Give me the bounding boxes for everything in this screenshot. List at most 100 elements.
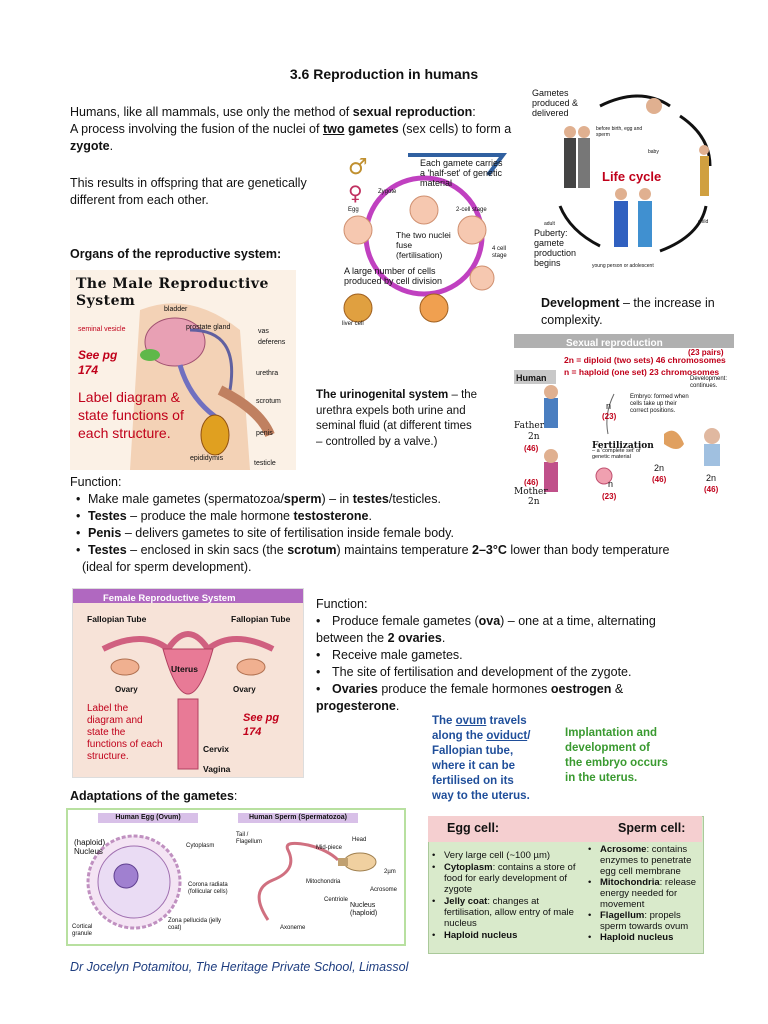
female-anatomy-illustration (101, 631, 275, 770)
list-item: Very large cell (~100 µm) (432, 850, 586, 861)
mitochondria-label: Mitochondria (306, 879, 341, 885)
vagina-label: Vagina (203, 764, 231, 774)
sperm-cell-header: Sperm cell: (618, 821, 686, 835)
female-label-task: Label the diagram and state the function… (87, 703, 163, 762)
centriole-label: Centriole (324, 897, 349, 903)
ovary-right-label: Ovary (233, 685, 256, 694)
cervix-label: Cervix (203, 744, 229, 754)
label-epididymis: epididymis (190, 455, 224, 462)
cytoplasm-label: Cytoplasm (186, 843, 215, 849)
male-function: Function: Make male gametes (spermatozoa… (70, 474, 710, 576)
zygote-2n: 2n (654, 463, 665, 473)
acrosome-label: Acrosome (370, 887, 398, 893)
adaptations-heading: Adaptations of the gametes: (70, 789, 238, 803)
zygote-label: Zygote (378, 189, 397, 195)
svg-text:♀: ♀ (348, 181, 363, 205)
list-item: Haploid nucleus (588, 932, 700, 943)
young-person-label: young person or adolescent (592, 263, 654, 268)
zygote-46: (46) (652, 475, 667, 484)
list-item: Testes – enclosed in skin sacs (the scro… (76, 542, 710, 559)
urinogenital-text: The urinogenital system – the urethra ex… (316, 389, 478, 448)
uterus-label: Uterus (171, 664, 198, 674)
diploid-label: 2n = diploid (two sets) 46 chromosomes (564, 355, 726, 365)
fertilisation-illustration: ♂ ♀ (343, 153, 507, 323)
adult-label: adult (544, 221, 555, 227)
child-label: child (698, 219, 709, 225)
sperm-23: (23) (602, 412, 617, 421)
label-vas-deferens: vas deferens (258, 328, 286, 346)
sexual-repro-illustration (544, 385, 720, 492)
table-header (428, 816, 702, 842)
two-cell-label: 2-cell stage (456, 207, 487, 213)
fallopian-left-label: Fallopian Tube (87, 614, 147, 624)
list-item: Receive male gametes. (316, 647, 716, 664)
dev-continues: Development: continues. (690, 376, 728, 389)
male-function-heading: Function: (70, 475, 122, 489)
pairs-label: (23 pairs) (688, 348, 724, 357)
female-diagram-title: Female Reproductive System (103, 593, 236, 604)
sexual-reproduction-diagram: Sexual reproduction (23 pairs) 2n = dipl… (514, 334, 734, 504)
complete-set-label: – a 'complete set' of genetic material (592, 448, 641, 460)
list-item: Testes – produce the male hormone testos… (76, 508, 710, 525)
list-item: Flagellum: propels sperm towards ovum (588, 910, 700, 932)
page-title: 3.6 Reproduction in humans (289, 66, 479, 82)
list-item: Mitochondria: release energy needed for … (588, 877, 700, 910)
mother-46: (46) (524, 478, 539, 487)
list-item: Penis – delivers gametes to site of fert… (76, 525, 710, 542)
egg-title: Human Egg (Ovum) (98, 813, 198, 823)
head-label: Head (352, 837, 367, 843)
male-diagram-title: The Male Reproductive System (76, 276, 269, 309)
development-text: Development – the increase in complexity… (541, 296, 715, 327)
life-cycle-illustration (558, 94, 712, 253)
egg-n: n (608, 479, 614, 489)
four-cell-label: 4 cell stage (492, 246, 507, 259)
many-cells-text: A large number of cells produced by cell… (344, 266, 443, 286)
father-46: (46) (524, 444, 539, 453)
haploid-label: n = haploid (one set) 23 chromosomes (564, 367, 720, 377)
sperm-title: Human Sperm (Spermatozoa) (238, 813, 358, 823)
life-cycle-title: Life cycle (602, 169, 662, 184)
list-item: Cytoplasm: contains a store of food for … (432, 862, 586, 895)
fallopian-right-label: Fallopian Tube (231, 614, 291, 624)
cortical-label: Cortical granule (72, 924, 93, 937)
corona-label: Corona radiata (follicular cells) (188, 882, 228, 895)
male-see-pg: See pg 174 (78, 348, 118, 377)
puberty-text: Puberty: gamete production begins (534, 228, 577, 268)
label-penis: penis (256, 430, 273, 437)
sexual-repro-header: Sexual reproduction (566, 338, 663, 349)
list-item: Jelly coat: changes at fertilisation, al… (432, 896, 586, 929)
baby-2n: 2n (706, 473, 717, 483)
svg-text:♂: ♂ (348, 155, 368, 180)
male-reproductive-diagram: The Male Reproductive System bladder sem… (70, 270, 296, 470)
gametes-text: Gametes produced & delivered (532, 88, 579, 118)
label-bladder: bladder (164, 306, 188, 313)
midpiece-label: Mid-piece (316, 845, 343, 851)
life-cycle-diagram: Gametes produced & delivered before birt… (530, 86, 726, 268)
human-label: Human (514, 370, 556, 384)
list-item: The site of fertilisation and developmen… (316, 664, 716, 681)
label-seminal-vesicle: seminal vesicle (78, 326, 126, 333)
tail-label: Tail / Flagellum (236, 832, 263, 845)
list-item: Make male gametes (spermatozoa/sperm) – … (76, 491, 710, 508)
footer-credit: Dr Jocelyn Potamitou, The Heritage Priva… (70, 960, 409, 974)
list-item: Acrosome: contains enzymes to penetrate … (588, 844, 700, 877)
female-reproductive-diagram: Female Reproductive System Fallopian Tub… (72, 588, 304, 778)
before-birth-label: before birth, egg and sperm (596, 126, 643, 138)
sperm-cell-list: Acrosome: contains enzymes to penetrate … (588, 844, 700, 943)
father-label: Father (514, 421, 545, 431)
sperm-n: n (606, 401, 612, 411)
sperm-nucleus-label: Nucleus (haploid) (350, 902, 378, 917)
each-gamete-text: Each gamete carries a 'half-set' of gene… (420, 158, 503, 188)
female-function: Function: Produce female gametes (ova) –… (316, 596, 716, 715)
list-item: Haploid nucleus (432, 930, 586, 941)
fertilisation-diagram: ♂ ♀ Each gamete carries a 'half-set' of … (338, 150, 510, 326)
list-item: Ovaries produce the female hormones oest… (316, 681, 716, 698)
embryo-label: Embryo: formed when cells take up their … (630, 394, 689, 414)
list-item: Produce female gametes (ova) – one at a … (316, 613, 716, 630)
ovary-left-label: Ovary (115, 685, 138, 694)
ideal-text: (ideal for sperm development). (82, 560, 252, 574)
father-2n: 2n (528, 432, 540, 442)
scale-label: 2µm (384, 869, 396, 875)
gametes-diagram: Human Egg (Ovum) Human Sperm (Spermatozo… (66, 808, 406, 946)
implantation-note: Implantation and development of the embr… (565, 727, 668, 784)
